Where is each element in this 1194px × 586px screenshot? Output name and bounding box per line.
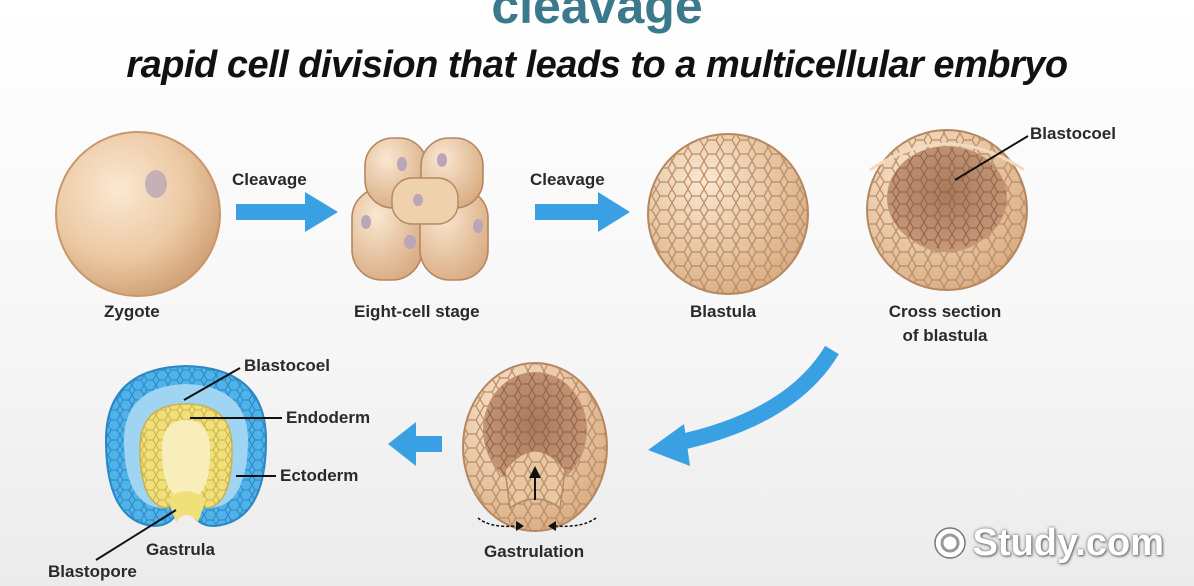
blastula [647,133,809,295]
zygote-cell [55,131,221,297]
curved-arrow [648,345,839,466]
label-blastocoel-top: Blastocoel [1030,124,1116,143]
blastopore-pointer [95,509,177,561]
eight-cell-embryo [351,137,489,281]
cleavage-arrow-1 [236,192,338,232]
blastocoel-pointer-top [954,135,1029,181]
label-gastrulation: Gastrulation [484,542,585,561]
cleavage-arrow-2 [535,192,630,232]
label-zygote: Zygote [104,302,160,321]
label-blastopore: Blastopore [48,562,137,581]
watermark: Study.com [943,522,1164,565]
label-cleavage-2: Cleavage [530,170,605,189]
label-gastrula: Gastrula [146,540,215,559]
label-cross-section-line1: Cross section [888,302,1002,321]
label-blastula: Blastula [690,302,757,321]
arrow-to-gastrula [388,422,442,466]
gastrula [104,364,268,528]
label-ectoderm: Ectoderm [280,466,359,485]
label-cleavage-1: Cleavage [232,170,307,189]
page-subtitle: rapid cell division that leads to a mult… [126,44,1068,86]
label-blastocoel-gastrula: Blastocoel [244,356,330,375]
study-logo-icon [934,527,966,559]
gastrulation-embryo [462,362,608,532]
blastula-cross-section [866,129,1028,291]
label-endoderm: Endoderm [286,408,371,427]
blastocoel-pointer-gastrula [183,367,241,401]
label-eight-cell-stage: Eight-cell stage [354,302,480,321]
page-title: cleavage [491,0,703,34]
watermark-text: Study.com [972,522,1164,564]
label-cross-section-line2: of blastula [902,326,988,345]
